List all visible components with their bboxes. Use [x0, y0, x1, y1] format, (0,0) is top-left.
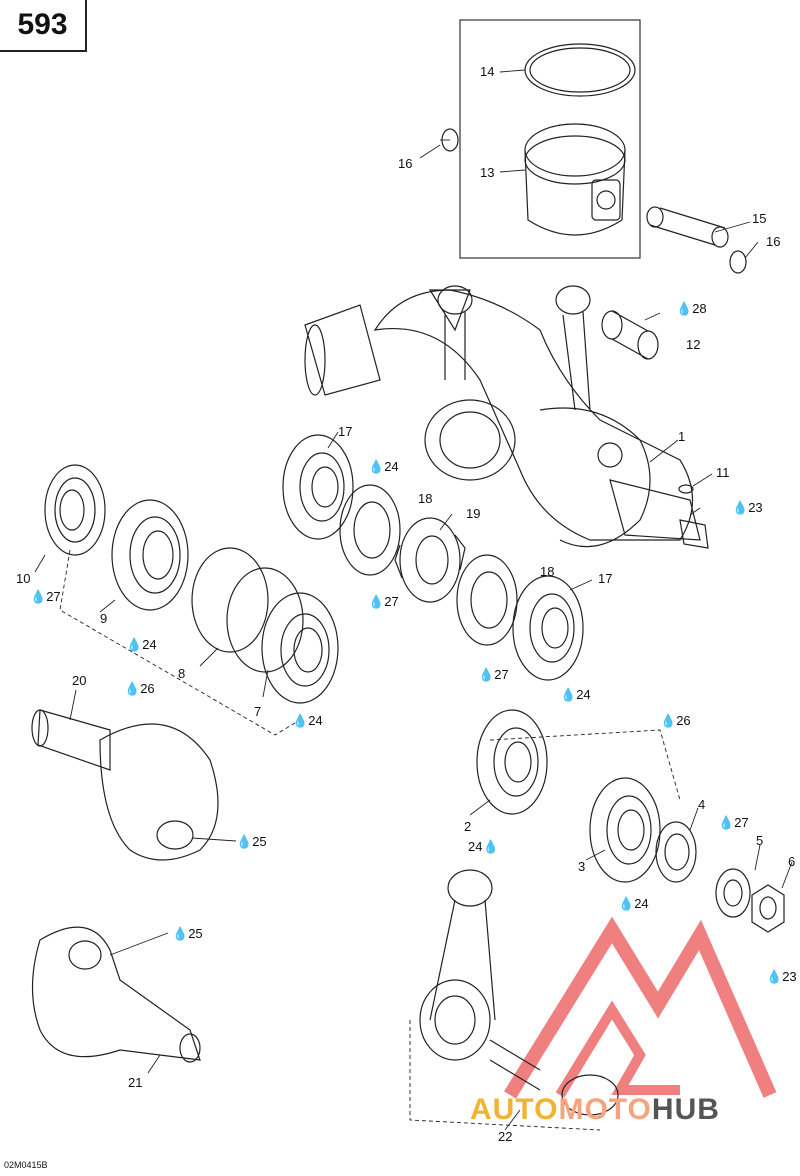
callout-16-top: 16 — [398, 156, 413, 171]
callout-17-lower: 17 — [598, 571, 613, 586]
callout-lube-26-right: 💧26 — [660, 713, 691, 728]
ball-bearing-3 — [589, 777, 661, 883]
crank-half-pto — [31, 709, 219, 861]
callout-13: 13 — [480, 165, 495, 180]
kit-bracket-lines — [59, 549, 681, 1131]
callout-lube-25-upper: 💧25 — [236, 834, 267, 849]
watermark-logo — [504, 916, 777, 1099]
callout-lube-24-bearing3: 💧24 — [618, 896, 649, 911]
crank-seal-left — [44, 464, 106, 556]
callout-5: 5 — [756, 833, 764, 848]
ball-bearing-9 — [111, 499, 189, 611]
woodruff-key — [678, 484, 694, 494]
callout-10: 10 — [16, 571, 31, 586]
engine-code-box: 593 — [0, 0, 87, 52]
callout-14: 14 — [480, 64, 495, 79]
callout-lube-23-lower: 💧23 — [766, 969, 797, 984]
circlip-right — [729, 250, 747, 274]
ball-bearing-7 — [261, 592, 339, 704]
watermark-brand: AUTOMOTOHUB — [470, 1093, 720, 1126]
callout-7: 7 — [254, 704, 262, 719]
callout-lube-27-left: 💧27 — [30, 589, 61, 604]
callout-6: 6 — [788, 854, 796, 869]
callout-lube-24-right: 💧24 — [560, 687, 591, 702]
callout-16-right: 16 — [766, 234, 781, 249]
callout-28: 💧28 — [676, 301, 707, 316]
callout-lube-26-left: 💧26 — [124, 681, 155, 696]
callout-17-upper: 17 — [338, 424, 353, 439]
hex-nut — [751, 884, 785, 933]
callout-12: 12 — [686, 337, 701, 352]
callout-lube-27-mid: 💧27 — [368, 594, 399, 609]
drawing-code: 02M0415B — [4, 1160, 48, 1170]
callout-lube-24-left: 💧24 — [126, 637, 157, 652]
callout-22: 22 — [498, 1129, 513, 1144]
ball-bearing-2 — [476, 709, 548, 815]
callout-lube-24-upper: 💧24 — [368, 459, 399, 474]
needle-bearing — [601, 310, 659, 360]
washer — [715, 868, 751, 918]
piston-ring — [524, 43, 636, 97]
callout-4: 4 — [698, 797, 706, 812]
connecting-rod — [419, 869, 619, 1116]
callout-21: 21 — [128, 1075, 143, 1090]
callout-15: 15 — [752, 211, 767, 226]
callout-lube-23-upper: 💧23 — [732, 500, 763, 515]
ball-bearing-17-upper — [282, 434, 354, 540]
callout-lube-24-bearing2: 24💧 — [468, 839, 499, 854]
callout-20: 20 — [72, 673, 87, 688]
seal-18-lower — [456, 554, 518, 646]
piston — [524, 123, 626, 236]
callout-19: 19 — [466, 506, 481, 521]
piston-kit-frame — [459, 19, 641, 259]
leader-lines — [34, 69, 793, 1131]
crank-half-mag — [31, 926, 201, 1063]
callout-lube-27-right: 💧27 — [478, 667, 509, 682]
callout-2: 2 — [464, 819, 472, 834]
seal-18-upper — [339, 484, 401, 576]
callout-3: 3 — [578, 859, 586, 874]
crankshaft-assembly — [304, 285, 709, 549]
seal-4 — [655, 821, 697, 883]
callout-8: 8 — [178, 666, 186, 681]
piston-pin — [646, 206, 729, 248]
callout-lube-27-seal4: 💧27 — [718, 815, 749, 830]
drive-gear — [394, 517, 466, 603]
ball-bearing-17-lower — [512, 575, 584, 681]
callout-1: 1 — [678, 429, 686, 444]
callout-18-upper: 18 — [418, 491, 433, 506]
callout-11: 11 — [716, 465, 730, 480]
callout-lube-25-lower: 💧25 — [172, 926, 203, 941]
callout-18-lower: 18 — [540, 564, 555, 579]
callout-9: 9 — [100, 611, 108, 626]
engine-code: 593 — [17, 8, 68, 41]
callout-lube-24-bearing7: 💧24 — [292, 713, 323, 728]
distance-rings — [191, 547, 304, 673]
